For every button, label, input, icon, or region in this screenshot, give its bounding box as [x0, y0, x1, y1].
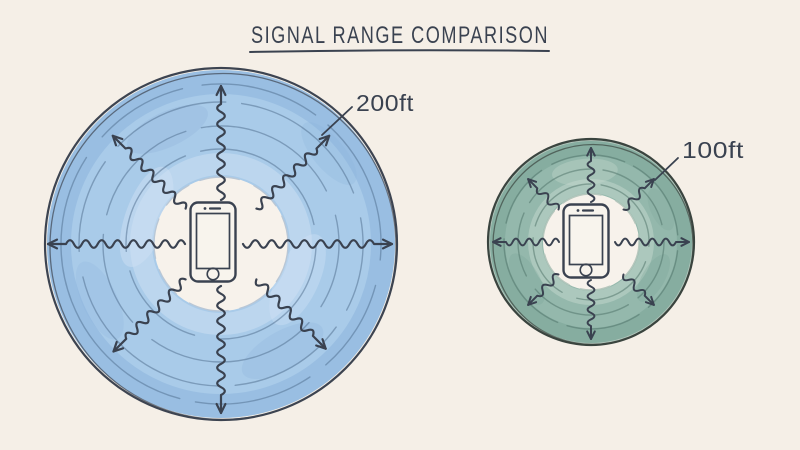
signal-circles-layer — [43, 66, 696, 422]
phone-home-button — [579, 263, 593, 277]
wave-arrow-sw-head — [112, 340, 125, 353]
wave-arrow-se-head — [644, 295, 655, 306]
wave-arrow-s — [586, 279, 596, 340]
wave-arrow-e-head — [381, 238, 394, 250]
wave-arrow-ne — [255, 134, 331, 211]
ripple-ring — [78, 101, 364, 387]
wave-arrow-sw-head — [527, 295, 538, 306]
title-underline — [249, 49, 550, 53]
annotations: 200ft 100ft — [321, 90, 744, 181]
wave-arrow-w — [46, 239, 187, 249]
phone-camera-dot — [203, 207, 207, 210]
wave-arrow-e-head — [680, 237, 690, 247]
wave-arrow-s-head — [215, 402, 227, 415]
watercolor-blob — [126, 104, 208, 154]
ripple-ring — [60, 83, 382, 405]
wave-arrow-ne-head — [644, 178, 655, 189]
ripple-ring — [532, 183, 650, 301]
watercolor-blob — [552, 158, 618, 186]
wave-arrow-w-head — [46, 238, 59, 250]
wave-arrow-nw — [111, 134, 188, 210]
wave-arrow-s — [216, 284, 226, 415]
phone-body — [189, 201, 237, 283]
range-label-100ft: 100ft — [682, 137, 744, 163]
leader-line-100ft — [654, 157, 679, 181]
range-outline-sketch — [49, 72, 397, 421]
diagram-title: SIGNAL RANGE COMPARISON — [251, 22, 549, 49]
wave-arrow-nw-head — [527, 178, 538, 189]
range-label-200ft: 200ft — [356, 90, 414, 116]
wave-arrow-e — [614, 237, 690, 247]
phone-icon — [189, 201, 237, 283]
wave-arrow-n — [586, 147, 596, 203]
phone-body — [562, 203, 610, 279]
wave-arrow-n — [216, 84, 226, 202]
watercolor-blob — [241, 322, 324, 380]
ripple-ring — [102, 125, 340, 363]
wave-arrow-sw — [527, 273, 560, 306]
leader-line-200ft — [321, 106, 353, 136]
watercolor-blob — [647, 188, 675, 231]
watercolor-blob — [508, 253, 545, 305]
wave-arrow-w — [492, 237, 560, 247]
range-outline-sketch — [492, 143, 694, 346]
wave-arrow-sw — [112, 277, 187, 353]
signal-circle-200ft — [43, 66, 399, 422]
phone-home-button — [206, 267, 220, 281]
signal-waves — [46, 84, 394, 415]
title-group: SIGNAL RANGE COMPARISON — [249, 22, 550, 53]
ripple-ring — [517, 168, 665, 316]
ripple-ring — [503, 154, 679, 330]
watercolor-blob — [119, 166, 174, 268]
phone-camera-dot — [576, 209, 580, 212]
watercolor-blob — [75, 261, 124, 340]
wave-arrow-s-head — [586, 330, 596, 340]
wave-arrow-e — [241, 239, 394, 249]
wave-arrow-se — [254, 278, 327, 350]
wave-arrow-se-head — [315, 338, 327, 350]
wave-arrow-n-head — [586, 147, 596, 157]
watercolor-light-band — [528, 179, 654, 305]
signal-circle-100ft — [486, 137, 696, 347]
signal-waves — [492, 147, 690, 340]
phone-icon — [562, 203, 610, 279]
watercolor-blob — [269, 234, 326, 326]
wave-arrow-se — [622, 273, 655, 306]
wave-arrow-ne — [622, 178, 655, 211]
wave-arrow-nw-head — [111, 134, 124, 147]
wave-arrow-n-head — [215, 84, 227, 97]
wave-arrow-w-head — [492, 237, 502, 247]
wave-arrow-ne-head — [318, 134, 331, 147]
wave-arrow-nw — [527, 178, 560, 211]
